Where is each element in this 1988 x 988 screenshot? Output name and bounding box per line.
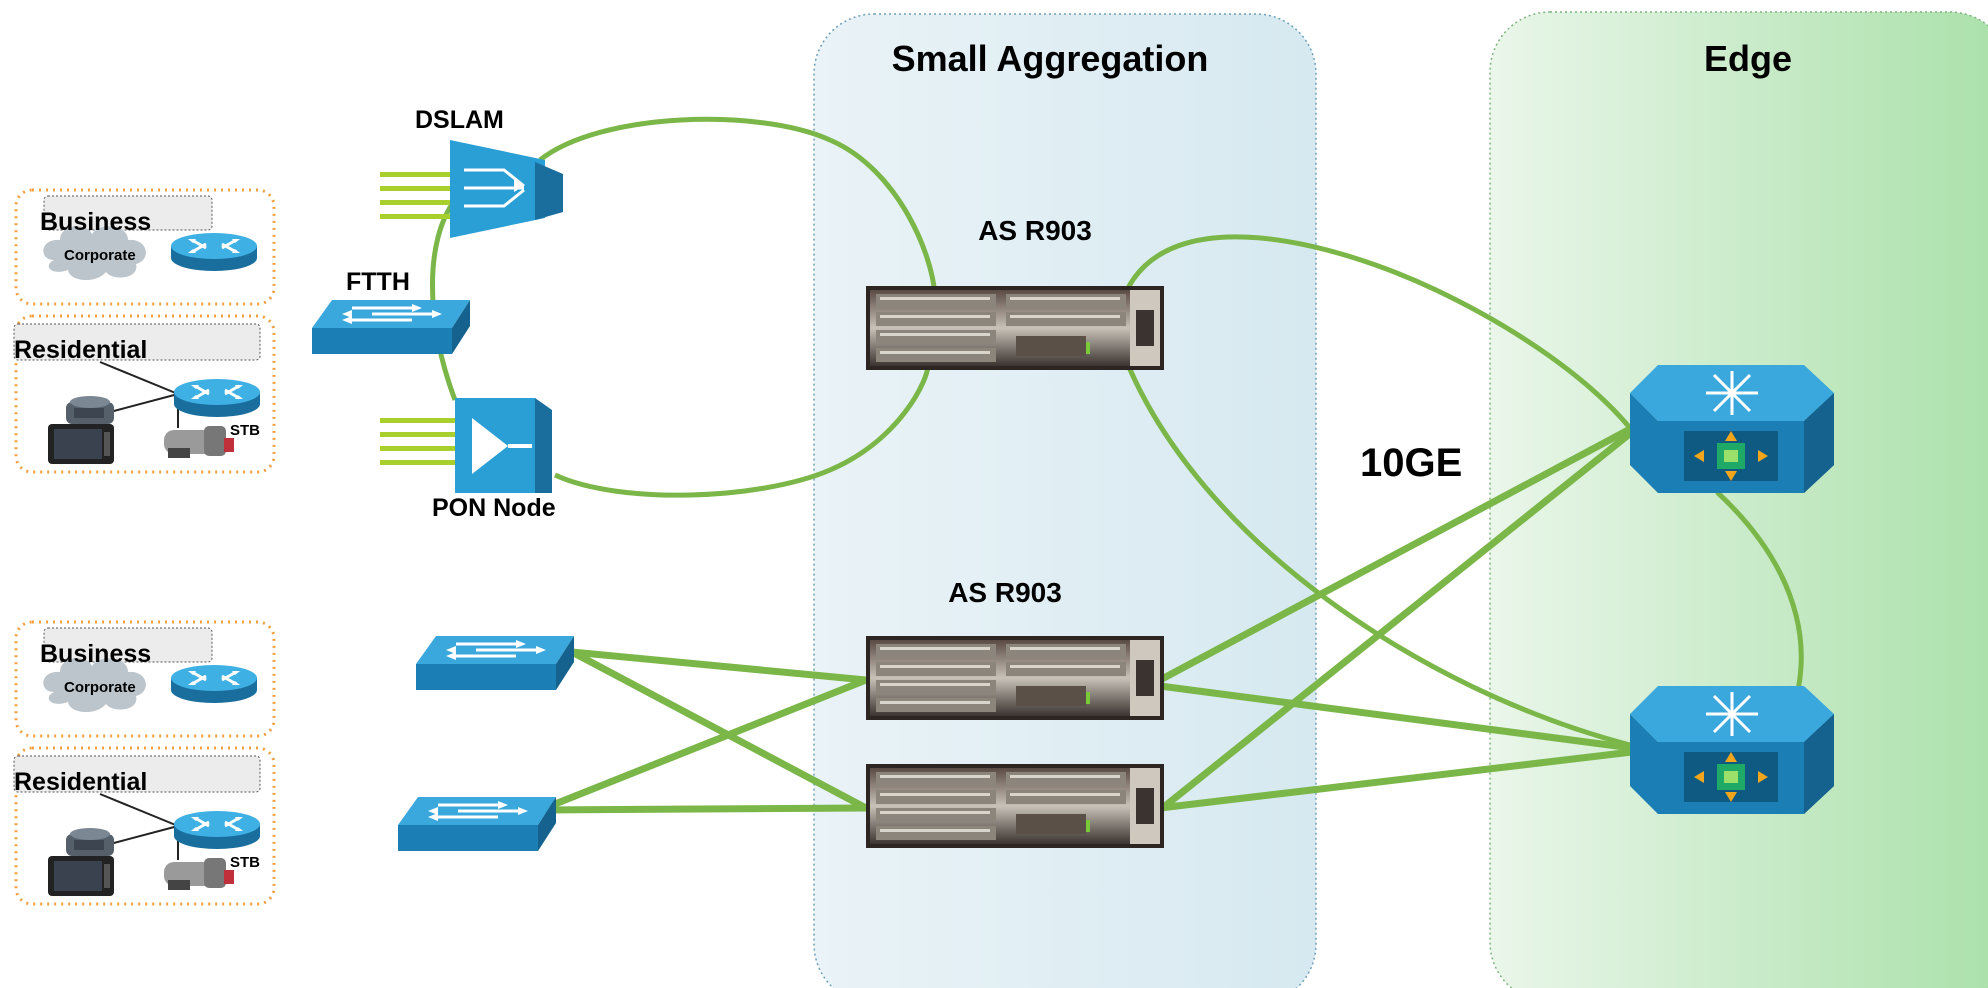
stb-label-2: STB [230, 854, 260, 871]
ring-link-lower [553, 364, 931, 498]
edge-title: Edge [1704, 38, 1792, 79]
router-icon[interactable] [169, 663, 259, 705]
camera-icon [164, 858, 234, 890]
small-aggregation-zone [813, 13, 1317, 988]
switch-icon-lower[interactable] [396, 795, 558, 853]
switch1-to-agg-low [570, 648, 868, 812]
switch2-to-agg-low [539, 804, 867, 814]
router-icon[interactable] [172, 377, 262, 419]
corporate-label-2: Corporate [64, 679, 136, 696]
business-box-2 [14, 620, 276, 738]
ring-link-upper [538, 116, 938, 301]
stb-label-1: STB [230, 422, 260, 439]
agg-low-to-edge-top [1157, 429, 1635, 813]
residential-title-1: Residential [14, 336, 147, 364]
dslam-label: DSLAM [415, 106, 504, 134]
link-speed-label: 10GE [1360, 441, 1462, 485]
chassis-icon-top[interactable] [866, 286, 1164, 370]
router-icon[interactable] [169, 231, 259, 273]
edge-router-icon-bottom[interactable] [1628, 684, 1836, 816]
ftth-label: FTTH [346, 268, 410, 296]
agg-top-to-edge-top [1123, 234, 1632, 430]
business-title-2: Business [40, 640, 151, 668]
chassis-icon-mid[interactable] [866, 636, 1164, 720]
tv-icon [48, 424, 114, 464]
residential-box-2 [14, 746, 276, 906]
agg-low-to-edge-bottom [1159, 748, 1633, 812]
business-box-1 [14, 188, 276, 306]
residential-box-1 [14, 314, 276, 474]
business-title-1: Business [40, 208, 151, 236]
edge-zone [1489, 11, 1988, 988]
tv-icon [48, 856, 114, 896]
switch2-to-agg-mid [538, 676, 868, 814]
as-r903-label-top: AS R903 [978, 215, 1092, 246]
corporate-label-1: Corporate [64, 247, 136, 264]
as-r903-label-bottom: AS R903 [948, 577, 1062, 608]
agg-mid-to-edge-top [1158, 424, 1634, 684]
small-aggregation-title: Small Aggregation [892, 38, 1209, 79]
router-icon[interactable] [172, 809, 262, 851]
camera-icon [164, 426, 234, 458]
pon-node-label: PON Node [432, 494, 556, 522]
pon-node-icon[interactable] [380, 398, 552, 493]
residential-title-2: Residential [14, 768, 147, 796]
agg-top-to-edge-bottom [1123, 359, 1631, 748]
switch-icon-upper[interactable] [414, 634, 576, 692]
edge-router-icon-top[interactable] [1628, 363, 1836, 495]
links [430, 116, 1804, 814]
chassis-icon-low[interactable] [866, 764, 1164, 848]
switch1-to-agg-mid [571, 648, 867, 684]
phone-icon [66, 396, 114, 424]
agg-mid-to-edge-bottom [1159, 682, 1633, 752]
edge-interlink [1715, 490, 1804, 691]
customer-group-1: Business Corporate Residential STB [13, 188, 276, 474]
customer-group-2: Business Corporate Residential STB [13, 620, 276, 906]
ftth-switch-icon[interactable] [310, 298, 472, 356]
dslam-icon[interactable] [380, 140, 563, 238]
phone-icon [66, 828, 114, 856]
